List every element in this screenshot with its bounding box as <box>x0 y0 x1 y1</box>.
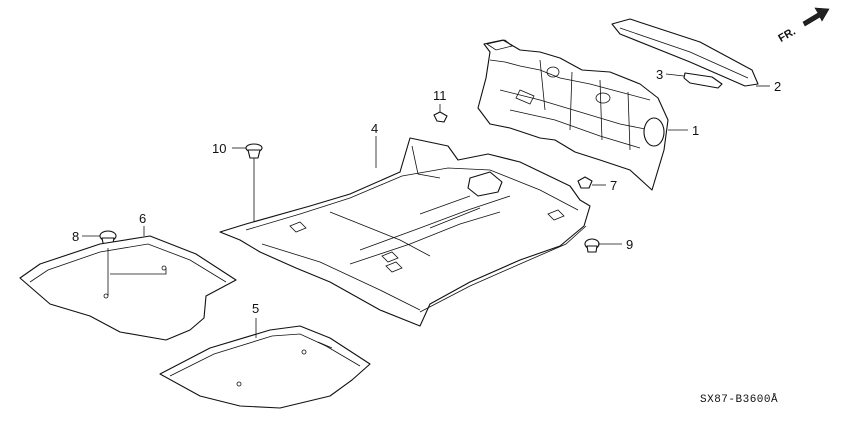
callout-6: 6 <box>139 211 146 226</box>
diagram-code: SX87-B3600Å <box>700 393 778 406</box>
callout-8: 8 <box>72 229 79 244</box>
part-9-clip <box>584 238 600 253</box>
callout-10: 10 <box>212 141 226 156</box>
part-11-clip <box>433 111 448 123</box>
part-5-floor-mat <box>159 325 371 409</box>
part-3-block <box>683 72 723 89</box>
leader-lines <box>82 73 770 338</box>
callout-labels: 2 3 1 4 5 6 7 8 9 10 11 <box>72 67 781 316</box>
part-10-clip <box>245 143 263 159</box>
callout-1: 1 <box>692 123 699 138</box>
front-arrow-icon <box>802 7 830 27</box>
part-2-tray <box>611 18 759 87</box>
part-1-dash-insulator <box>477 39 669 191</box>
callout-9: 9 <box>626 237 633 252</box>
front-label: FR. <box>776 26 797 45</box>
callout-11: 11 <box>433 88 447 103</box>
part-4-floor-carpet <box>219 137 591 327</box>
part-7-clip <box>577 176 593 189</box>
part-6-floor-mat <box>19 235 237 341</box>
callout-4: 4 <box>371 121 378 136</box>
callout-2: 2 <box>774 79 781 94</box>
callout-5: 5 <box>252 301 259 316</box>
callout-7: 7 <box>610 178 617 193</box>
callout-3: 3 <box>656 67 663 82</box>
front-direction-indicator: FR. <box>776 7 830 45</box>
